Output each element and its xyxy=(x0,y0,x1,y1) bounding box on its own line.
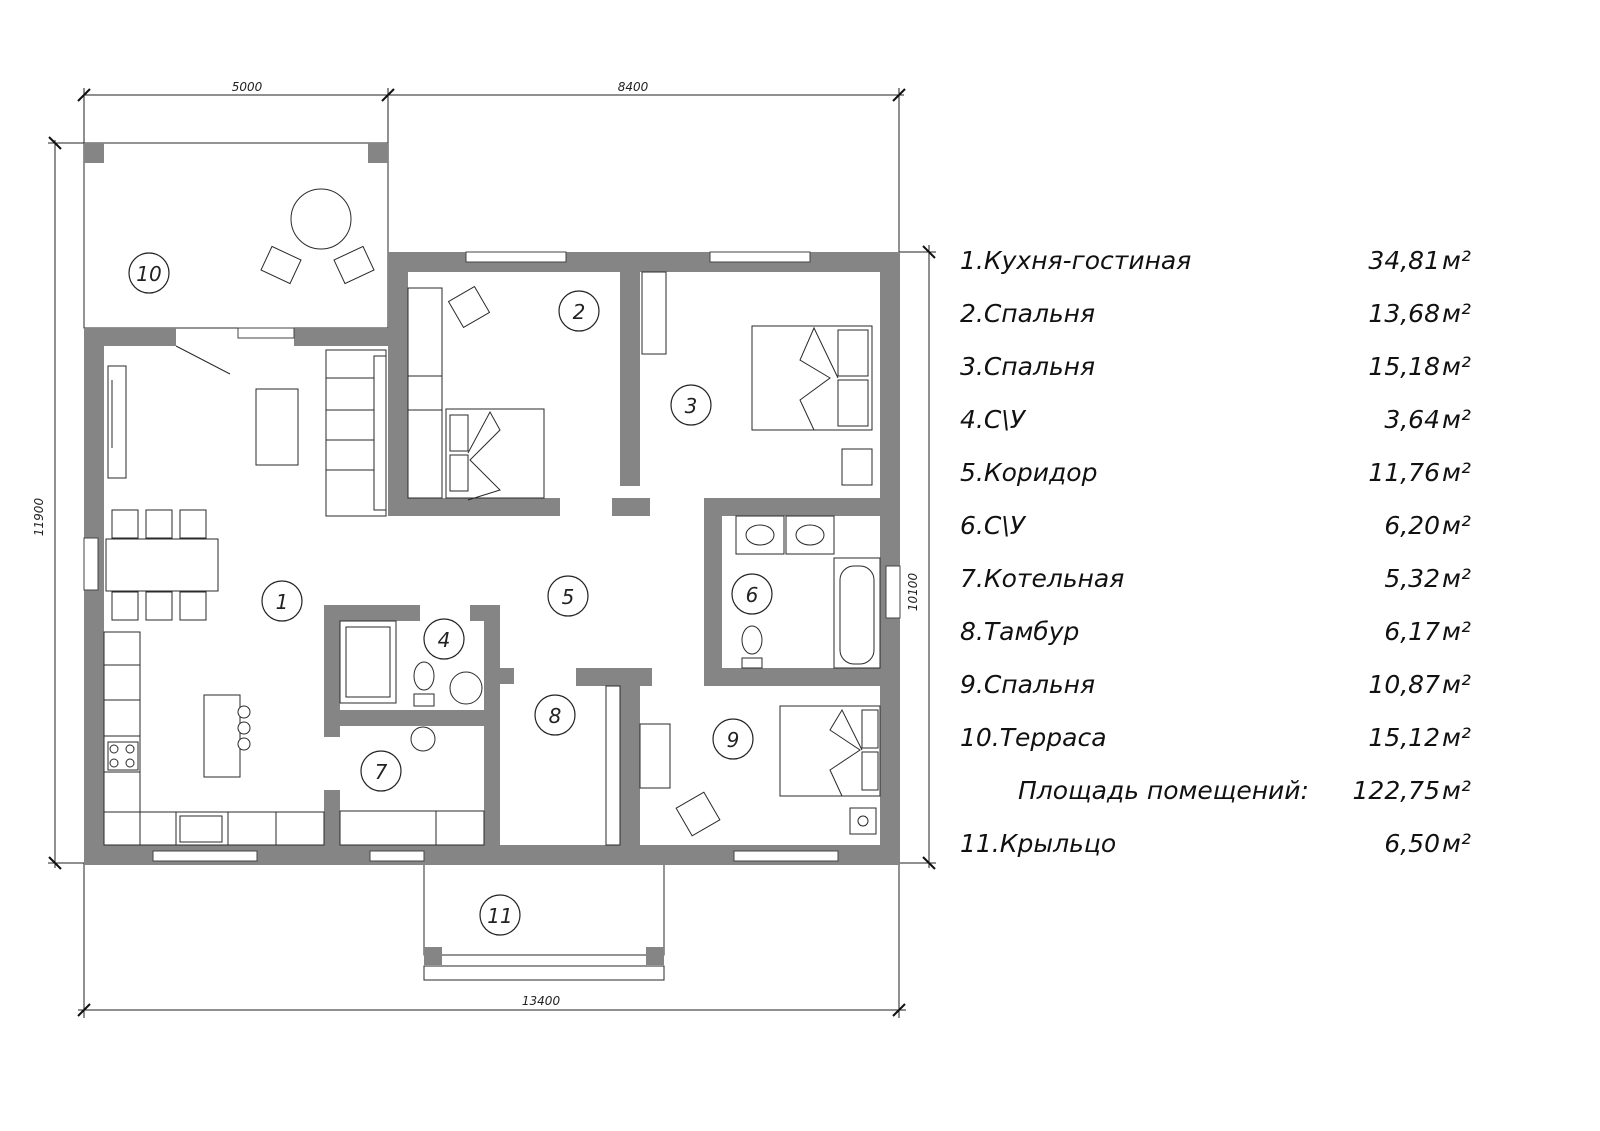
legend-total-area: 122,75 xyxy=(1352,776,1440,805)
legend-row: 1.Кухня-гостиная 34,81 м² xyxy=(960,246,1500,299)
room-legend: 1.Кухня-гостиная 34,81 м² 2.Спальня 13,6… xyxy=(960,246,1500,882)
legend-unit: м² xyxy=(1442,564,1471,593)
svg-text:6: 6 xyxy=(746,583,759,607)
legend-row: 7.Котельная 5,32 м² xyxy=(960,564,1500,617)
legend-unit: м² xyxy=(1442,352,1471,381)
room-marker-2: 2 xyxy=(558,290,600,332)
legend-room-area: 11,76 xyxy=(1368,458,1440,487)
legend-row: 9.Спальня 10,87 м² xyxy=(960,670,1500,723)
svg-text:8: 8 xyxy=(549,704,562,728)
room-marker-8: 8 xyxy=(534,694,576,736)
legend-room-area: 13,68 xyxy=(1368,299,1440,328)
legend-row: 8.Тамбур 6,17 м² xyxy=(960,617,1500,670)
svg-text:1: 1 xyxy=(276,590,289,614)
furniture xyxy=(103,271,881,846)
legend-room-area: 5,32 xyxy=(1384,564,1440,593)
svg-text:4: 4 xyxy=(438,628,451,652)
dim-top-left: 5000 xyxy=(232,80,263,94)
room-markers: 1 2 3 4 5 6 7 8 9 10 11 xyxy=(128,252,773,936)
legend-row: 10.Терраса 15,12 м² xyxy=(960,723,1500,776)
legend-room-name: 7.Котельная xyxy=(960,564,1125,593)
legend-room-area: 10,87 xyxy=(1368,670,1440,699)
room-marker-6: 6 xyxy=(731,573,773,615)
legend-room-name: 3.Спальня xyxy=(960,352,1096,381)
terrace xyxy=(83,142,389,329)
legend-unit: м² xyxy=(1442,405,1471,434)
dim-bottom: 13400 xyxy=(522,994,561,1008)
legend-unit: м² xyxy=(1442,670,1471,699)
dim-left: 11900 xyxy=(32,498,46,537)
legend-row: 4.С\У 3,64 м² xyxy=(960,405,1500,458)
svg-text:7: 7 xyxy=(375,760,388,784)
legend-porch-name: 11.Крыльцо xyxy=(960,829,1117,858)
dim-top-right: 8400 xyxy=(618,80,649,94)
room-marker-10: 10 xyxy=(128,252,170,294)
dimension-lines: 5000 8400 13400 11900 10100 xyxy=(32,80,936,1018)
legend-room-name: 1.Кухня-гостиная xyxy=(960,246,1192,275)
room-marker-1: 1 xyxy=(261,580,303,622)
legend-porch-area: 6,50 xyxy=(1384,829,1440,858)
legend-unit: м² xyxy=(1442,299,1471,328)
legend-unit: м² xyxy=(1442,723,1471,752)
legend-room-area: 15,18 xyxy=(1368,352,1440,381)
legend-room-area: 3,64 xyxy=(1384,405,1440,434)
svg-text:9: 9 xyxy=(727,728,740,752)
svg-text:2: 2 xyxy=(573,300,586,324)
legend-room-name: 2.Спальня xyxy=(960,299,1096,328)
walls xyxy=(84,252,900,865)
room-marker-11: 11 xyxy=(479,894,521,936)
legend-room-area: 34,81 xyxy=(1368,246,1440,275)
room-marker-9: 9 xyxy=(712,718,754,760)
legend-room-name: 9.Спальня xyxy=(960,670,1096,699)
room-marker-5: 5 xyxy=(547,575,589,617)
legend-room-area: 6,17 xyxy=(1384,617,1440,646)
legend-room-name: 8.Тамбур xyxy=(960,617,1080,646)
legend-total-row: Площадь помещений: 122,75 м² xyxy=(960,776,1500,829)
legend-unit: м² xyxy=(1442,617,1471,646)
svg-text:5: 5 xyxy=(562,585,575,609)
legend-extra-row: 11.Крыльцо 6,50 м² xyxy=(960,829,1500,882)
legend-row: 5.Коридор 11,76 м² xyxy=(960,458,1500,511)
legend-unit: м² xyxy=(1442,458,1471,487)
room-marker-4: 4 xyxy=(423,618,465,660)
svg-text:10: 10 xyxy=(136,262,161,286)
legend-unit: м² xyxy=(1442,829,1471,858)
legend-room-name: 10.Терраса xyxy=(960,723,1107,752)
room-marker-7: 7 xyxy=(360,750,402,792)
legend-room-area: 6,20 xyxy=(1384,511,1440,540)
legend-room-name: 4.С\У xyxy=(960,405,1025,434)
svg-text:3: 3 xyxy=(685,394,698,418)
windows xyxy=(83,251,901,862)
legend-row: 3.Спальня 15,18 м² xyxy=(960,352,1500,405)
legend-row: 6.С\У 6,20 м² xyxy=(960,511,1500,564)
legend-unit: м² xyxy=(1442,776,1471,805)
legend-room-name: 6.С\У xyxy=(960,511,1025,540)
legend-unit: м² xyxy=(1442,511,1471,540)
room-marker-3: 3 xyxy=(670,384,712,426)
dim-right: 10100 xyxy=(906,573,920,612)
legend-total-label: Площадь помещений: xyxy=(1018,776,1309,805)
legend-room-name: 5.Коридор xyxy=(960,458,1098,487)
svg-text:11: 11 xyxy=(487,904,512,928)
legend-unit: м² xyxy=(1442,246,1471,275)
legend-room-area: 15,12 xyxy=(1368,723,1440,752)
legend-row: 2.Спальня 13,68 м² xyxy=(960,299,1500,352)
porch xyxy=(423,862,665,981)
